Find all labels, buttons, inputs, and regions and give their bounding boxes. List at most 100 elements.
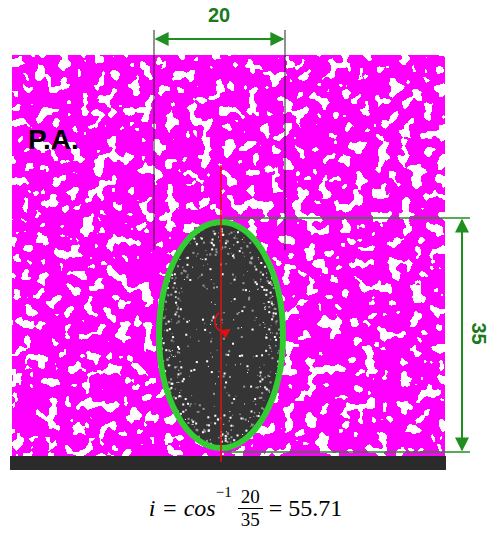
speckle <box>189 406 190 407</box>
extension-line <box>224 217 470 219</box>
speckle <box>268 306 270 308</box>
speckle <box>273 304 274 305</box>
speckle <box>214 422 215 423</box>
speckle <box>191 395 192 396</box>
speckle <box>233 425 234 426</box>
speckle <box>162 338 163 339</box>
speckle <box>197 411 198 412</box>
speckle <box>204 329 206 331</box>
speckle <box>206 424 208 426</box>
speckle <box>236 238 237 239</box>
speckle <box>263 303 264 304</box>
speckle <box>192 424 193 425</box>
speckle <box>265 350 267 352</box>
speckle <box>185 334 187 336</box>
speckle <box>269 392 270 393</box>
speckle <box>193 424 194 425</box>
speckle <box>231 402 233 404</box>
speckle <box>227 354 229 356</box>
speckle <box>250 252 251 253</box>
speckle <box>178 321 180 323</box>
speckle <box>276 320 278 322</box>
speckle <box>240 414 241 415</box>
speckle <box>259 367 260 368</box>
speckle <box>199 404 201 406</box>
speckle <box>265 388 267 390</box>
speckle <box>193 369 195 371</box>
speckle <box>270 332 271 333</box>
formula-part: i = cos <box>149 495 216 522</box>
speckle <box>271 325 272 326</box>
speckle <box>241 327 242 328</box>
speckle <box>272 315 274 317</box>
speckle <box>251 410 253 412</box>
label-holder: P.A. <box>28 124 79 156</box>
speckle <box>258 257 259 258</box>
speckle <box>267 375 269 377</box>
speckle <box>211 320 213 322</box>
speckle <box>233 398 235 400</box>
speckle <box>261 392 263 394</box>
speckle <box>275 313 277 315</box>
speckle <box>223 375 225 377</box>
speckle <box>207 254 208 255</box>
speckle <box>230 442 231 443</box>
speckle <box>224 312 225 313</box>
speckle <box>257 289 258 290</box>
speckle <box>211 422 212 423</box>
extension-line <box>154 30 155 250</box>
speckle <box>260 371 262 373</box>
speckle <box>213 393 215 395</box>
speckle <box>268 311 270 313</box>
speckle <box>196 243 198 245</box>
speckle <box>217 350 218 351</box>
speckle <box>264 266 266 268</box>
speckle <box>231 430 232 431</box>
speckle <box>187 403 189 405</box>
speckle <box>209 268 211 270</box>
speckle <box>270 298 271 299</box>
speckle <box>229 420 230 421</box>
speckle <box>223 424 224 425</box>
speckle <box>175 389 176 390</box>
speckle <box>202 319 204 321</box>
speckle <box>241 310 243 312</box>
denominator-value: 35 <box>241 509 260 531</box>
speckle <box>254 320 255 321</box>
speckle <box>204 287 205 288</box>
speckle <box>277 353 278 354</box>
denominator: 35 <box>238 509 263 531</box>
speckle <box>266 388 268 390</box>
speckle <box>253 356 254 357</box>
speckle <box>167 294 168 295</box>
speckle <box>218 376 219 377</box>
speckle <box>168 381 170 383</box>
section-label: P.A. <box>28 124 79 156</box>
speckle <box>222 433 224 435</box>
speckle <box>242 289 244 291</box>
speckle <box>264 327 265 328</box>
speckle <box>251 424 253 426</box>
speckle <box>186 321 188 323</box>
speckle <box>233 254 234 255</box>
speckle <box>263 400 264 401</box>
speckle <box>177 265 179 267</box>
speckle <box>190 337 191 338</box>
speckle <box>269 347 271 349</box>
speckle <box>258 415 260 417</box>
speckle <box>166 329 168 331</box>
speckle <box>193 238 195 240</box>
speckle <box>173 356 174 357</box>
speckle <box>215 235 216 236</box>
speckle <box>249 291 250 292</box>
speckle <box>240 364 241 365</box>
speckle <box>271 283 272 284</box>
speckle <box>270 381 272 383</box>
speckle <box>246 365 248 367</box>
speckle <box>235 364 236 365</box>
speckle <box>233 257 235 259</box>
speckle <box>225 438 227 440</box>
speckle <box>232 255 234 257</box>
speckle <box>218 233 219 234</box>
